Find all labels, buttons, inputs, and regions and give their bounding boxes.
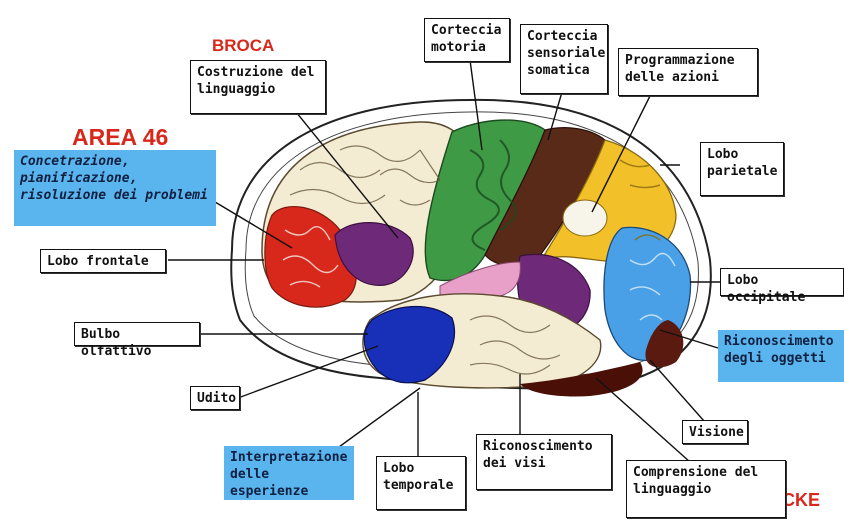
label-corteccia-motoria: Corteccia motoria	[424, 18, 510, 62]
label-interpretazione-esperienze: Interpretazione delle esperienze	[224, 446, 354, 500]
label-concentrazione-pianificazione: Concetrazione, pianificazione, risoluzio…	[14, 150, 216, 226]
area-46-title: AREA 46	[72, 124, 168, 151]
label-costruzione-linguaggio: Costruzione del linguaggio	[190, 60, 326, 114]
label-programmazione-azioni: Programmazione delle azioni	[618, 48, 758, 96]
label-riconoscimento-visi: Riconoscimento dei visi	[476, 434, 612, 490]
label-comprensione-linguaggio: Comprensione del linguaggio	[626, 460, 786, 518]
label-riconoscimento-oggetti: Riconoscimento degli oggetti	[718, 330, 844, 382]
label-lobo-temporale: Lobo temporale	[376, 456, 466, 510]
label-lobo-parietale: Lobo parietale	[700, 142, 784, 196]
label-lobo-occipitale: Lobo occipitale	[720, 268, 844, 296]
label-lobo-frontale: Lobo frontale	[40, 249, 166, 273]
label-bulbo-olfattivo: Bulbo olfattivo	[74, 322, 200, 346]
label-udito: Udito	[190, 386, 240, 410]
parietal-white-spot	[563, 200, 607, 236]
broca-title: BROCA	[212, 36, 274, 56]
label-corteccia-sensoriale: Corteccia sensoriale somatica	[520, 24, 608, 94]
label-visione: Visione	[682, 420, 748, 444]
